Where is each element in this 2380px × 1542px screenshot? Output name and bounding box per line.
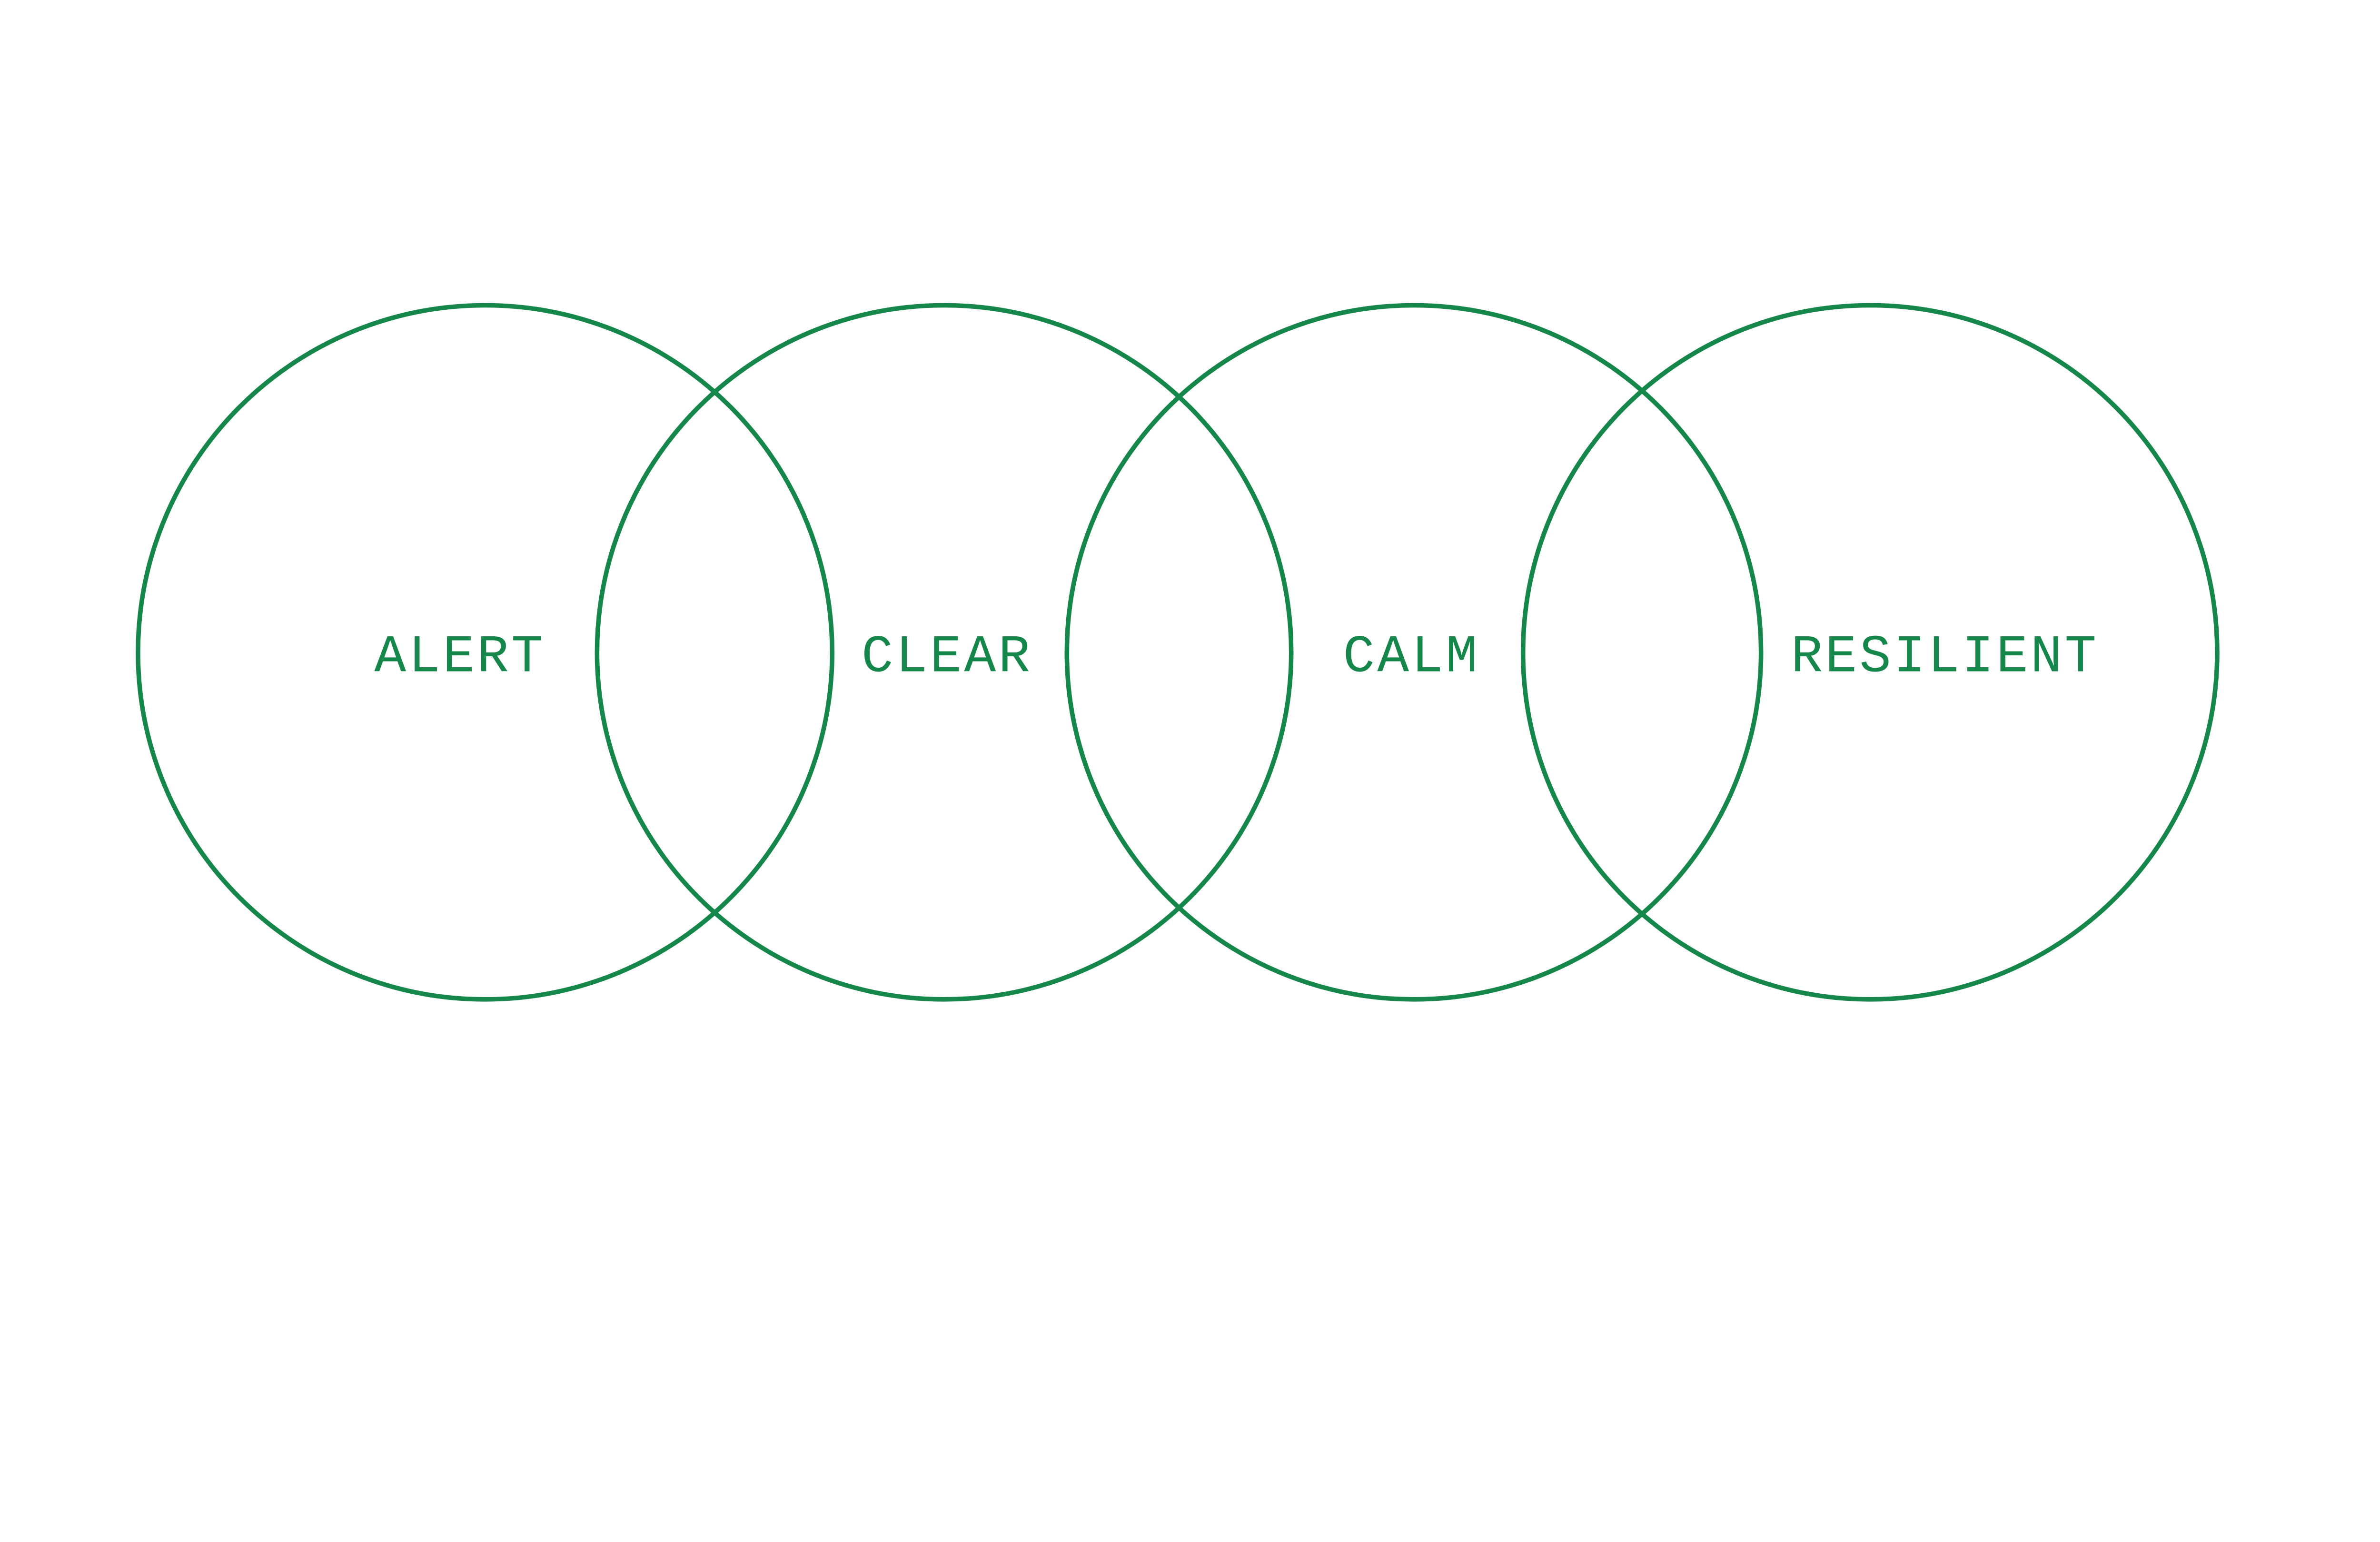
label-resilient: RESILIENT xyxy=(1791,628,2099,688)
circle-ring xyxy=(136,303,835,1002)
circle-ring xyxy=(1064,303,1764,1002)
label-alert: ALERT xyxy=(374,628,545,688)
label-clear: CLEAR xyxy=(862,628,1032,688)
circle-resilient: RESILIENT xyxy=(1520,303,2220,1002)
circle-clear: CLEAR xyxy=(595,303,1294,1002)
circle-calm: CALM xyxy=(1064,303,1764,1002)
circle-ring xyxy=(595,303,1294,1002)
circle-alert: ALERT xyxy=(136,303,835,1002)
venn-diagram: ALERT CLEAR CALM RESILIENT xyxy=(136,303,2220,1002)
label-calm: CALM xyxy=(1343,628,1480,688)
circle-ring xyxy=(1520,303,2220,1002)
